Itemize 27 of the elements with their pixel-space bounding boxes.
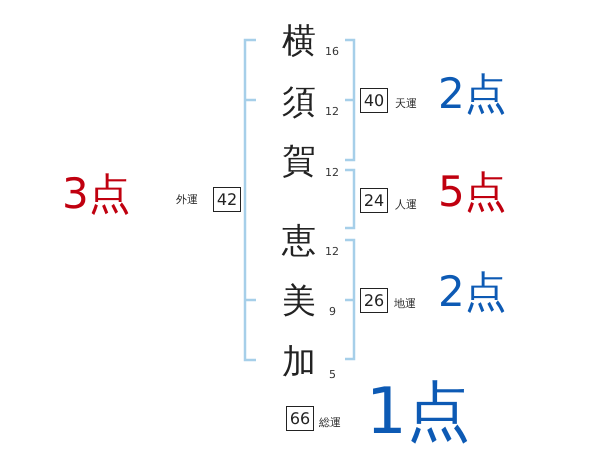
stroke-count: 12 — [325, 106, 339, 117]
stroke-count: 12 — [325, 246, 339, 257]
kanji: 恵 — [282, 224, 316, 258]
score-text: 3点 — [62, 173, 131, 215]
stroke-count: 12 — [325, 167, 339, 178]
fortune-label: 人運 — [395, 199, 417, 210]
number-box: 40 — [360, 88, 388, 113]
number-box: 26 — [360, 288, 388, 313]
stroke-count: 9 — [329, 306, 336, 317]
kanji: 横 — [282, 24, 316, 58]
fortune-label: 天運 — [395, 98, 417, 109]
score-text: 2点 — [438, 73, 507, 115]
number-box: 42 — [213, 187, 241, 212]
number-box: 66 — [286, 406, 314, 431]
score-text: 2点 — [438, 271, 507, 313]
stroke-count: 16 — [325, 46, 339, 57]
fortune-label: 外運 — [176, 194, 198, 205]
fortune-label: 地運 — [394, 298, 416, 309]
number-box: 24 — [360, 188, 388, 213]
score-text: 5点 — [438, 171, 507, 213]
kanji: 美 — [282, 284, 316, 318]
fortune-label: 総運 — [319, 417, 341, 428]
kanji: 賀 — [282, 144, 316, 178]
stroke-count: 5 — [329, 369, 336, 380]
kanji: 加 — [282, 345, 316, 379]
kanji: 須 — [282, 85, 316, 119]
score-text: 1点 — [366, 380, 471, 444]
